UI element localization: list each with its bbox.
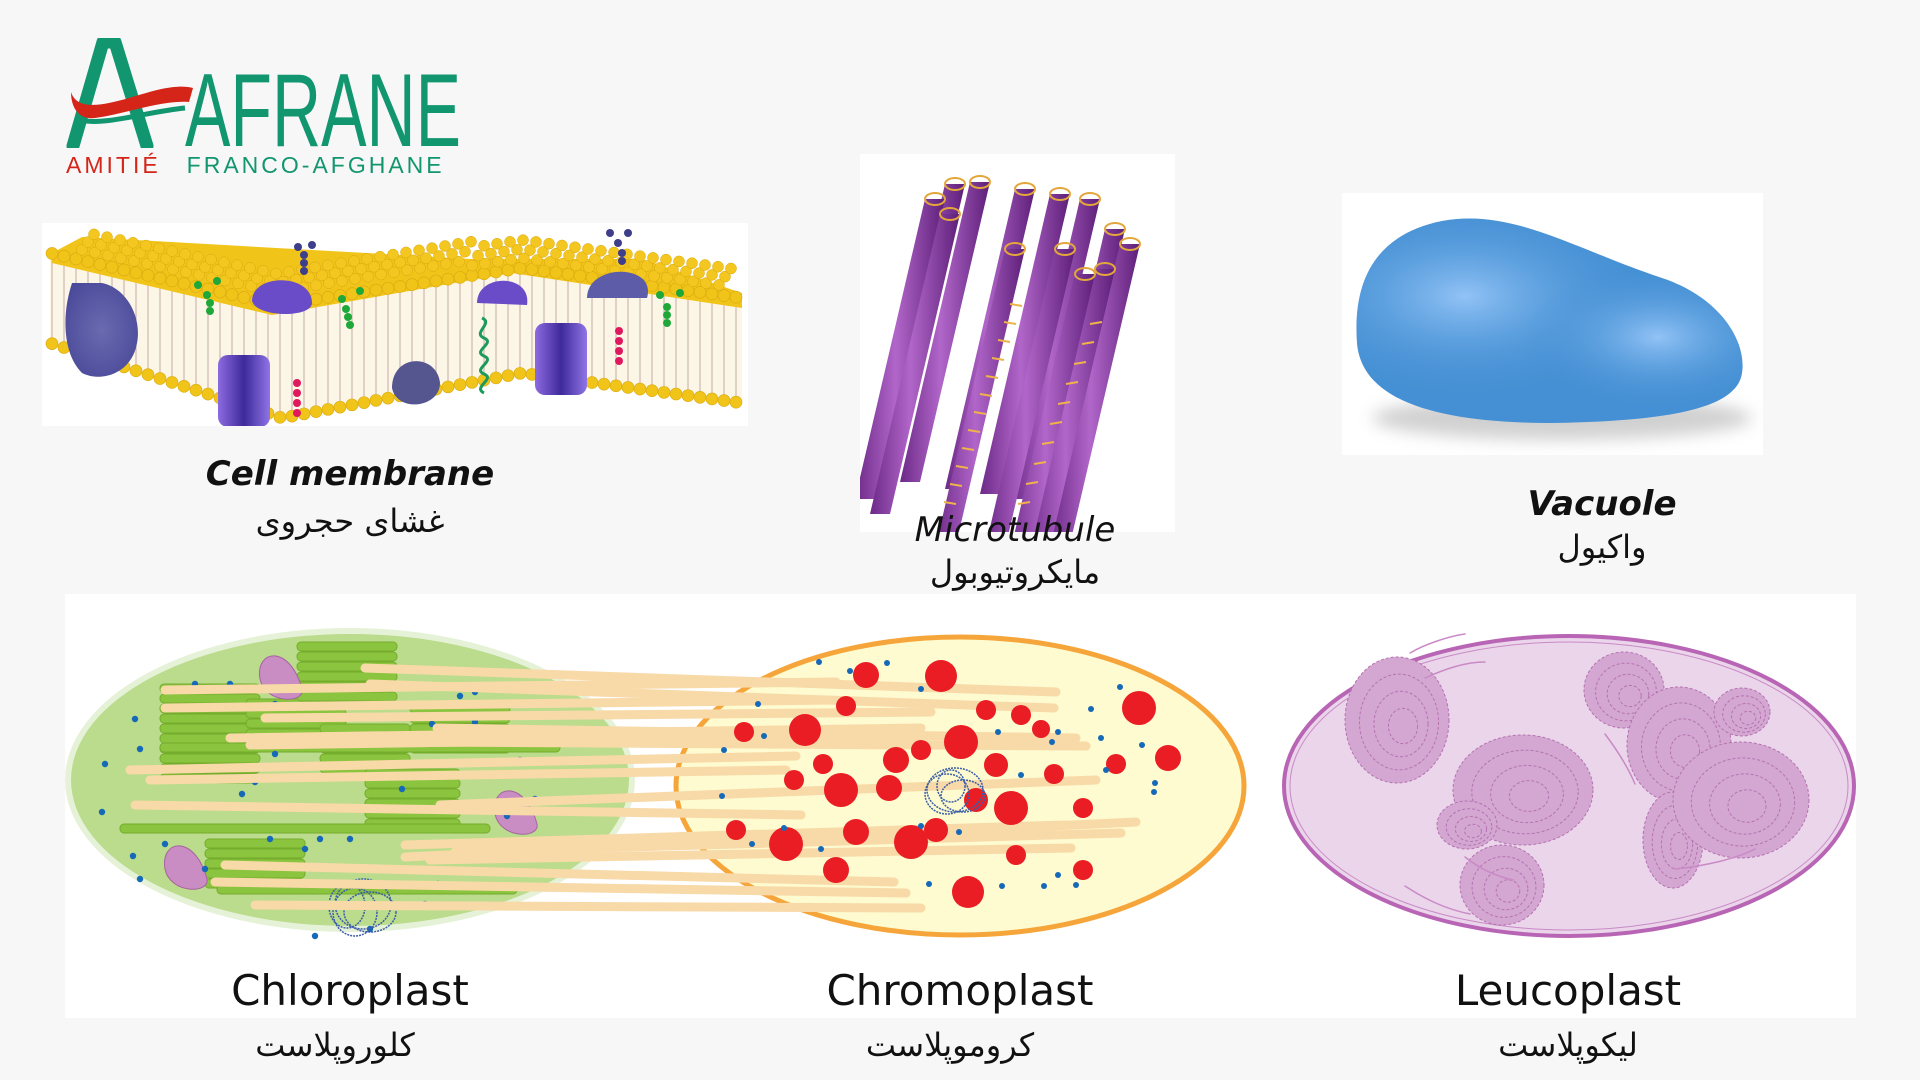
microtubule-illustration [855, 154, 1175, 574]
logo-tagline-amitie: AMITIÉ [66, 152, 161, 178]
vacuole-label-english: Vacuole [1527, 484, 1677, 524]
microtubule-label-english: Microtubule [914, 510, 1116, 550]
chromoplast-illustration [125, 634, 1247, 938]
logo-tagline: AMITIÉ FRANCO-AFGHANE [66, 152, 445, 179]
cell-membrane-illustration [42, 223, 748, 427]
vacuole-illustration [1342, 193, 1763, 455]
microtubule-label-persian: مایکروتیوبول [929, 553, 1101, 591]
afrane-logo: AFRANE [65, 35, 465, 169]
plastids-panel [65, 594, 1856, 1018]
cell-membrane-label-persian: غشای حجروی [255, 502, 445, 540]
logo-wordmark: AFRANE [185, 53, 461, 148]
chromoplast-label-english: Chromoplast [826, 966, 1094, 1015]
cell-membrane-label-english: Cell membrane [205, 454, 495, 494]
leucoplast-label-persian: لیکوپلاست [1498, 1026, 1638, 1064]
chloroplast-label-persian: کلوروپلاست [255, 1026, 415, 1064]
chromoplast-label-persian: کروموپلاست [865, 1026, 1035, 1064]
leucoplast-label-english: Leucoplast [1454, 966, 1682, 1015]
vacuole-label-persian: واکیول [1557, 528, 1647, 566]
logo-tagline-franco-afghane: FRANCO-AFGHANE [186, 152, 445, 178]
leucoplast-illustration [1282, 633, 1856, 938]
chloroplast-label-english: Chloroplast [231, 966, 469, 1015]
